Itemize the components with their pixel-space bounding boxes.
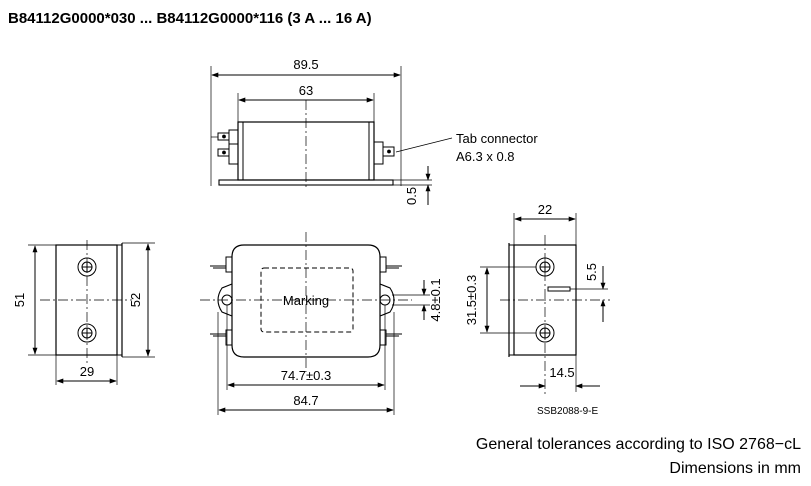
drawing-title: B84112G0000*030 ... B84112G0000*116 (3 A… xyxy=(8,10,372,27)
dim-base-thickness: 0.5 xyxy=(404,187,419,205)
top-view xyxy=(210,66,453,205)
dim-left-height: 51 xyxy=(12,293,27,307)
dim-hole-spacing: 74.7±0.3 xyxy=(281,368,332,383)
drawing-code: SSB2088-9-E xyxy=(537,406,598,417)
marking-label: Marking xyxy=(283,293,329,308)
tolerance-note: General tolerances according to ISO 2768… xyxy=(475,436,801,453)
dim-hole-offset: 4.8±0.1 xyxy=(428,278,443,321)
right-view xyxy=(480,213,610,395)
dim-left-height-outer: 52 xyxy=(128,293,143,307)
tab-connector-size: A6.3 x 0.8 xyxy=(456,149,515,164)
dim-overall-length: 89.5 xyxy=(293,57,318,72)
dim-right-tab: 5.5 xyxy=(584,263,599,281)
dim-right-height: 31.5±0.3 xyxy=(464,275,479,326)
front-view xyxy=(200,232,430,415)
dim-right-width: 22 xyxy=(538,202,552,217)
dim-body-length: 63 xyxy=(299,83,313,98)
units-note: Dimensions in mm xyxy=(669,460,801,477)
dim-left-width: 29 xyxy=(80,364,94,379)
dim-right-offset: 14.5 xyxy=(549,365,574,380)
tab-connector-label: Tab connector xyxy=(456,131,538,146)
left-view xyxy=(28,240,155,385)
dim-front-overall: 84.7 xyxy=(293,393,318,408)
